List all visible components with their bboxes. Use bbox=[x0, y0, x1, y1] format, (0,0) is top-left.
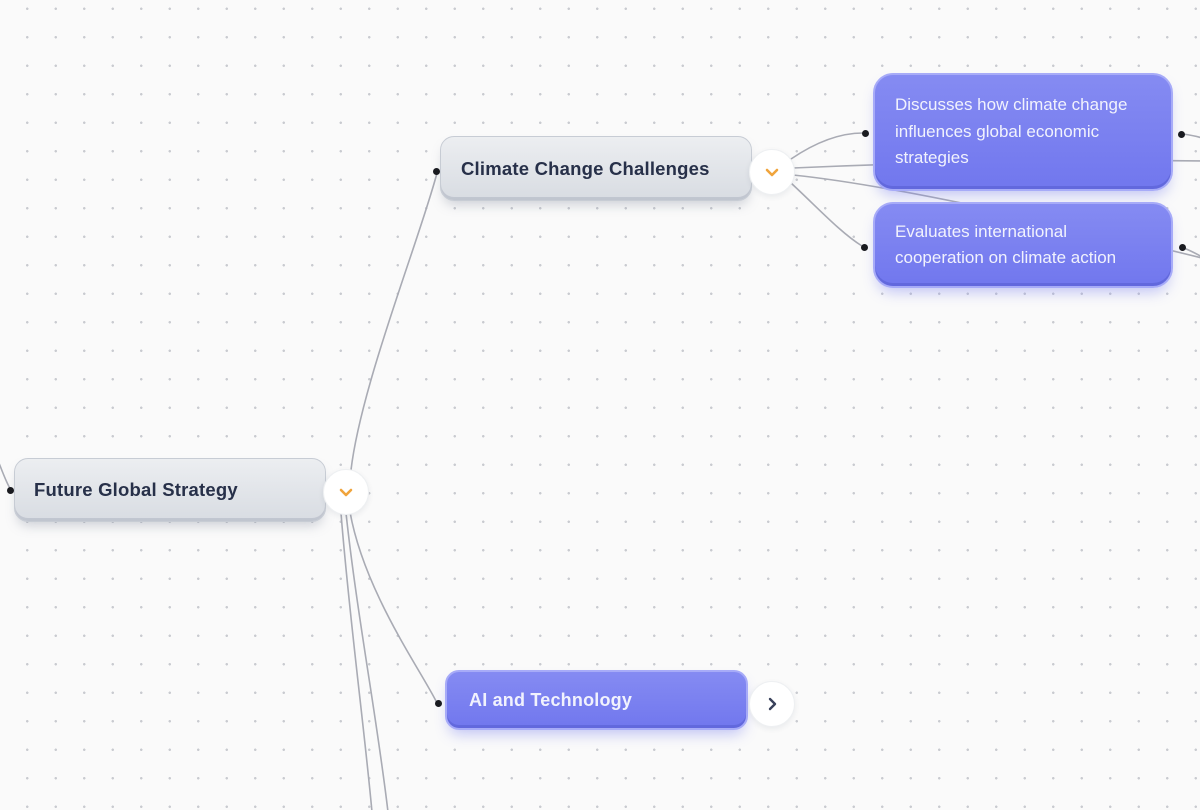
node-label: Future Global Strategy bbox=[34, 479, 238, 500]
connector-dot bbox=[861, 244, 868, 251]
connector-dot bbox=[435, 700, 442, 707]
connector-dot bbox=[1179, 244, 1186, 251]
edge bbox=[790, 132, 864, 160]
connector-dot bbox=[7, 487, 14, 494]
edge bbox=[1182, 133, 1200, 139]
edge bbox=[349, 511, 437, 702]
edge bbox=[350, 172, 438, 471]
connector-dot bbox=[1178, 131, 1185, 138]
connector-dot bbox=[433, 168, 440, 175]
edge bbox=[0, 463, 12, 491]
edge bbox=[340, 512, 373, 810]
chevron-down-icon bbox=[765, 168, 779, 177]
edge bbox=[790, 182, 863, 247]
node-ai-and-technology[interactable]: AI and Technology bbox=[445, 670, 748, 730]
connector-dot bbox=[862, 130, 869, 137]
node-evaluates-cooperation[interactable]: Evaluates international cooperation on c… bbox=[873, 202, 1173, 288]
node-label: AI and Technology bbox=[469, 689, 633, 710]
collapse-toggle-future-global-strategy[interactable] bbox=[323, 469, 369, 515]
node-label: Discusses how climate change influences … bbox=[895, 95, 1128, 168]
edge bbox=[345, 512, 389, 810]
node-future-global-strategy[interactable]: Future Global Strategy bbox=[14, 458, 326, 522]
node-climate-change-challenges[interactable]: Climate Change Challenges bbox=[440, 136, 752, 201]
expand-toggle-ai-and-technology[interactable] bbox=[749, 681, 795, 727]
chevron-right-icon bbox=[768, 697, 777, 711]
node-label: Evaluates international cooperation on c… bbox=[895, 221, 1117, 268]
collapse-toggle-climate-change-challenges[interactable] bbox=[749, 149, 795, 195]
node-discusses-climate-economics[interactable]: Discusses how climate change influences … bbox=[873, 73, 1173, 191]
node-label: Climate Change Challenges bbox=[461, 157, 710, 179]
chevron-down-icon bbox=[339, 488, 353, 497]
